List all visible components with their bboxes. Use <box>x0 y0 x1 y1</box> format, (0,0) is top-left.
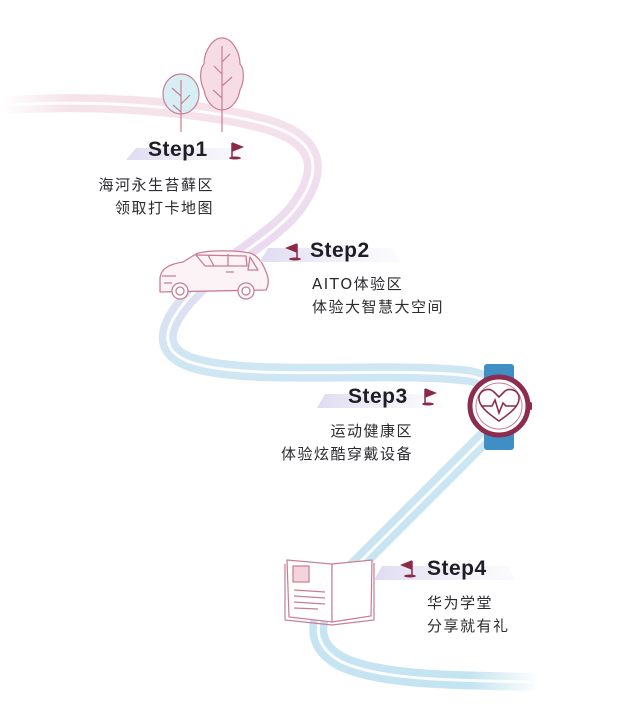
winding-path <box>0 80 540 700</box>
step4-location: 华为学堂 <box>427 594 494 612</box>
step1-location: 海河永生苔藓区 <box>98 176 214 194</box>
step3-action: 体验炫酷穿戴设备 <box>280 445 413 463</box>
smartwatch-icon <box>467 364 532 450</box>
step4-title: Step4 <box>427 557 487 580</box>
flag-icon <box>399 560 416 578</box>
step4-action: 分享就有礼 <box>427 617 510 635</box>
step3-location: 运动健康区 <box>330 422 413 440</box>
step2-action: 体验大智慧大空间 <box>312 298 445 316</box>
label-bands <box>126 148 516 580</box>
flag-icon <box>422 388 438 406</box>
step3-title: Step3 <box>348 385 408 408</box>
flag-icon <box>284 243 301 261</box>
step2-location: AITO体验区 <box>312 275 404 293</box>
step1-title: Step1 <box>148 138 208 161</box>
tree-icon <box>162 37 244 132</box>
flag-icon <box>229 142 245 160</box>
step1-action: 领取打卡地图 <box>114 199 214 217</box>
step2-title: Step2 <box>310 239 370 262</box>
car-icon <box>159 250 269 300</box>
book-icon <box>284 559 375 626</box>
